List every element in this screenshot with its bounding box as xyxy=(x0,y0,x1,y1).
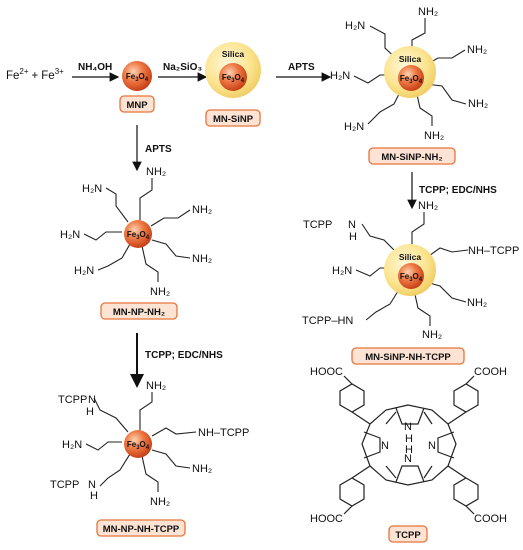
svg-text:HOOC: HOOC xyxy=(310,513,343,525)
svg-text:Fe3O4: Fe3O4 xyxy=(400,74,423,85)
svg-text:N: N xyxy=(404,421,412,433)
tag-mn-sinp-nh-tcpp: MN-SiNP-NH-TCPP xyxy=(351,347,465,365)
svg-text:H₂N: H₂N xyxy=(332,265,352,277)
svg-text:NH–TCPP: NH–TCPP xyxy=(198,427,249,439)
step-apts-top: APTS xyxy=(288,62,315,73)
svg-text:N: N xyxy=(404,453,412,465)
tag-mn-sinp: MN-SiNP xyxy=(205,109,261,127)
svg-text:TCPP: TCPP xyxy=(395,530,421,541)
svg-text:H₂N: H₂N xyxy=(74,265,94,277)
mnp-particle: Fe3O4 xyxy=(122,61,152,91)
svg-text:N: N xyxy=(88,394,96,406)
svg-text:NH₂: NH₂ xyxy=(150,286,170,298)
tag-tcpp: TCPP xyxy=(388,525,428,543)
step-nh4oh: NH₄OH xyxy=(78,62,112,73)
svg-text:H₂N: H₂N xyxy=(82,183,102,195)
svg-text:TCPP–HN: TCPP–HN xyxy=(302,315,353,327)
svg-text:Silica: Silica xyxy=(399,252,421,262)
svg-text:NH₂: NH₂ xyxy=(192,253,212,265)
step-na2sio3: Na₂SiO₃ xyxy=(163,62,202,73)
svg-text:NH₂: NH₂ xyxy=(467,44,487,56)
tag-mn-np-nh-tcpp: MN-NP-NH-TCPP xyxy=(96,519,186,537)
svg-text:MN-SiNP: MN-SiNP xyxy=(213,114,254,125)
tag-mn-np-nh2: MN-NP-NH₂ xyxy=(100,302,178,320)
svg-text:MNP: MNP xyxy=(126,100,148,111)
mn-sinp-nh-tcpp: Silica Fe3O4 NH₂ TCPP N H NH–TCPP H₂N NH… xyxy=(302,200,519,341)
svg-text:NH₂: NH₂ xyxy=(192,463,212,475)
reactants: Fe2++Fe3+ xyxy=(6,67,64,82)
svg-text:N: N xyxy=(88,479,96,491)
step-tcpp-right: TCPP; EDC/NHS xyxy=(419,185,497,196)
tag-mn-sinp-nh2: MN-SiNP-NH₂ xyxy=(368,147,456,165)
svg-text:NH₂: NH₂ xyxy=(424,130,444,142)
tag-mnp: MNP xyxy=(119,95,155,113)
svg-text:MN-SiNP-NH-TCPP: MN-SiNP-NH-TCPP xyxy=(365,352,451,363)
svg-text:Fe3O4: Fe3O4 xyxy=(127,440,150,451)
svg-text:Fe3O4: Fe3O4 xyxy=(127,230,150,241)
svg-text:NH₂: NH₂ xyxy=(150,496,170,508)
svg-text:COOH: COOH xyxy=(474,513,507,525)
core-formula: Fe3O4 xyxy=(126,72,149,83)
svg-text:H: H xyxy=(349,231,357,243)
svg-text:NH₂: NH₂ xyxy=(418,200,438,212)
svg-text:MN-SiNP-NH₂: MN-SiNP-NH₂ xyxy=(381,152,442,163)
svg-text:Fe3O4: Fe3O4 xyxy=(400,272,423,283)
svg-text:TCPP: TCPP xyxy=(58,394,87,406)
svg-text:N: N xyxy=(381,440,389,452)
svg-text:NH₂: NH₂ xyxy=(192,204,212,216)
svg-text:NH₂: NH₂ xyxy=(422,329,442,341)
tcpp-structure: N H N H N N HOOC COOH HOOC COOH xyxy=(310,366,507,525)
mn-np-nh-tcpp: Fe3O4 NH₂ TCPP N H NH–TCPP H₂N NH₂ TCPP … xyxy=(50,380,249,508)
svg-text:Silica: Silica xyxy=(222,49,244,59)
svg-text:NH₂: NH₂ xyxy=(146,380,166,392)
svg-text:Silica: Silica xyxy=(399,54,421,64)
svg-text:MN-NP-NH-TCPP: MN-NP-NH-TCPP xyxy=(103,524,180,535)
svg-text:NH₂: NH₂ xyxy=(467,297,487,309)
step-apts-left: APTS xyxy=(145,144,172,155)
svg-text:H: H xyxy=(86,406,94,418)
svg-text:H₂N: H₂N xyxy=(62,439,82,451)
svg-text:Fe3O4: Fe3O4 xyxy=(222,73,245,84)
svg-text:NH₂: NH₂ xyxy=(418,6,438,18)
svg-text:COOH: COOH xyxy=(474,366,507,378)
svg-text:N: N xyxy=(348,219,356,231)
svg-text:NH₂: NH₂ xyxy=(468,98,488,110)
svg-text:H₂N: H₂N xyxy=(60,229,80,241)
svg-text:NH–TCPP: NH–TCPP xyxy=(468,245,519,257)
mn-sinp-nh2: Silica Fe3O4 NH₂ H₂N NH₂ H₂N NH₂ H₂N NH₂ xyxy=(330,6,488,142)
mn-sinp-particle: Silica Fe3O4 xyxy=(205,42,261,98)
svg-text:H: H xyxy=(405,433,413,445)
svg-text:TCPP: TCPP xyxy=(303,219,332,231)
svg-text:H: H xyxy=(405,444,413,456)
svg-text:NH₂: NH₂ xyxy=(146,166,166,178)
svg-text:TCPP: TCPP xyxy=(50,479,79,491)
svg-text:HOOC: HOOC xyxy=(310,366,343,378)
mn-np-nh2: Fe3O4 NH₂ H₂N NH₂ H₂N NH₂ H₂N NH₂ xyxy=(60,166,212,298)
svg-text:H₂N: H₂N xyxy=(330,70,350,82)
svg-text:H: H xyxy=(90,490,98,502)
step-tcpp-left: TCPP; EDC/NHS xyxy=(145,350,223,361)
svg-text:H₂N: H₂N xyxy=(344,121,364,133)
svg-text:H₂N: H₂N xyxy=(345,20,365,32)
svg-text:MN-NP-NH₂: MN-NP-NH₂ xyxy=(113,307,165,318)
svg-text:N: N xyxy=(428,440,436,452)
